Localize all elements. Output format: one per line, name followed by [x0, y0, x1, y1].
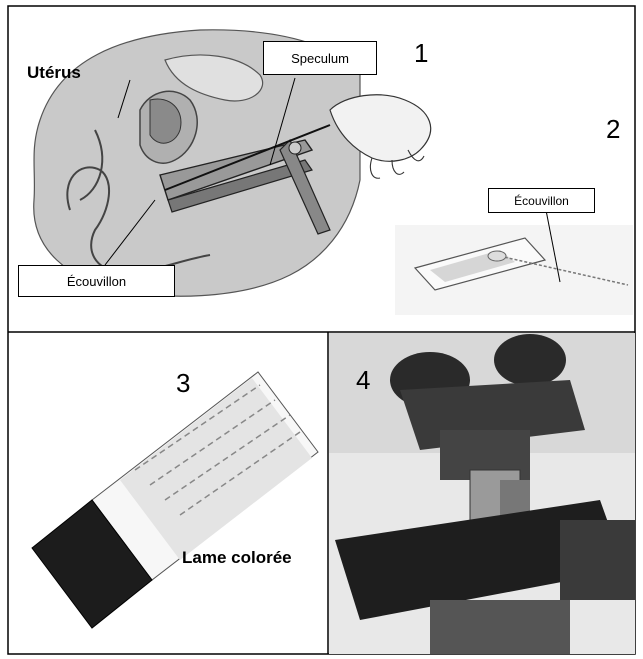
- panel-2-slide-illustration: [395, 205, 633, 315]
- stained-slide-label: Lame colorée: [182, 549, 292, 566]
- panel-3-stained-slide-illustration: [32, 372, 318, 628]
- panel-number-1: 1: [414, 40, 428, 66]
- swab-label-panel-2: Écouvillon: [488, 188, 595, 213]
- panel-number-3: 3: [176, 370, 190, 396]
- panel-4-microscope-photo: [329, 333, 635, 654]
- speculum-label: Speculum: [263, 41, 377, 75]
- uterus-label: Utérus: [27, 64, 81, 81]
- panel-number-4: 4: [356, 367, 370, 393]
- swab-label-panel-1: Écouvillon: [18, 265, 175, 297]
- panel-number-2: 2: [606, 116, 620, 142]
